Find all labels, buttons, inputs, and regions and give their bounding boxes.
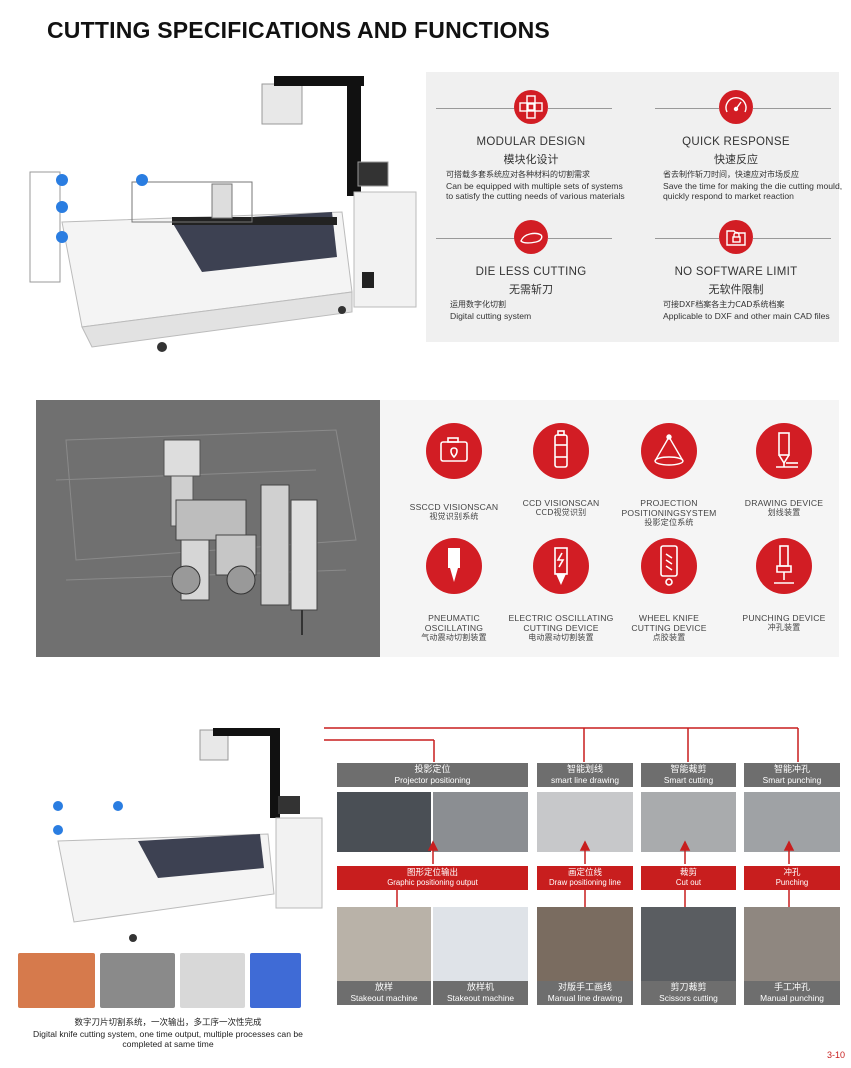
device-name-cn: CCD视觉识别	[535, 508, 587, 517]
feature-desc: 可接DXF档案各主力CAD系统档案 Applicable to DXF and …	[663, 300, 830, 321]
device-name: CCD VISIONSCAN	[522, 498, 600, 508]
speedometer-icon	[719, 90, 753, 124]
feature-modular-design: MODULAR DESIGN 模块化设计 可搭载多套系统应对各种材料的切割需求 …	[436, 76, 626, 216]
smart-punching-photo	[744, 792, 840, 852]
device-name-line2: CUTTING DEVICE	[523, 623, 599, 633]
device-name-cn: 投影定位系统	[644, 518, 694, 527]
page-title: CUTTING SPECIFICATIONS AND FUNCTIONS	[47, 17, 550, 43]
folder-lock-icon	[719, 220, 753, 254]
pneumatic-tool-icon	[426, 538, 482, 594]
scissors-cutting-photo	[641, 907, 736, 981]
device-name-cn: 点胶装置	[652, 633, 686, 642]
workflow-connectors	[324, 727, 799, 762]
stakeout-machine-photo	[433, 907, 528, 981]
page-number: 3-10	[826, 1050, 845, 1060]
electric-tool-icon	[533, 538, 589, 594]
device-name: PNEUMATIC	[428, 613, 480, 623]
feature-title: MODULAR DESIGN	[476, 136, 586, 148]
pen-device-icon	[756, 423, 812, 479]
device-name-cn: 冲孔装置	[767, 623, 801, 632]
device-name: PUNCHING DEVICE	[742, 613, 826, 623]
device-name: WHEEL KNIFE	[638, 613, 700, 623]
device-name-cn: 电动震动切割装置	[528, 633, 594, 642]
device-name-line2: OSCILLATING	[424, 623, 484, 633]
feature-title-cn: 无软件限制	[708, 283, 764, 296]
feature-die-less-cutting: DIE LESS CUTTING 无需斩刀 运用数字化切割 Digital cu…	[436, 206, 626, 336]
smart-cutting-photo	[641, 792, 736, 852]
punch-tool-icon	[756, 538, 812, 594]
projector-photo-2	[433, 792, 528, 852]
feature-desc: 可搭载多套系统应对各种材料的切割需求 Can be equipped with …	[446, 170, 625, 201]
feature-title-cn: 快速反应	[714, 153, 758, 166]
projector-icon	[641, 423, 697, 479]
shoe-upper-sample-image	[100, 953, 175, 1008]
device-name-cn: 视觉识别系统	[429, 512, 479, 521]
feature-title: QUICK RESPONSE	[682, 136, 790, 148]
manual-line-drawing-photo	[537, 907, 633, 981]
device-name: PROJECTION	[640, 498, 698, 508]
feature-no-software-limit: NO SOFTWARE LIMIT 无软件限制 可接DXF档案各主力CAD系统档…	[641, 206, 831, 336]
feature-title-cn: 模块化设计	[503, 153, 559, 166]
device-name: DRAWING DEVICE	[744, 498, 824, 508]
feature-desc: 省去制作斩刀时间，快速应对市场反应 Save the time for maki…	[663, 170, 843, 201]
cutting-machine-image-small	[53, 728, 323, 942]
ccd-camera-icon	[533, 423, 589, 479]
feature-title-cn: 无需斩刀	[509, 283, 553, 296]
device-name-line2: POSITIONINGSYSTEM	[621, 508, 717, 518]
feature-title: NO SOFTWARE LIMIT	[674, 266, 798, 278]
stakeout-photo	[337, 907, 431, 981]
device-name: SSCCD VISIONSCAN	[409, 502, 499, 512]
wheel-knife-icon	[641, 538, 697, 594]
camera-location-icon	[426, 423, 482, 479]
leather-sample-image	[18, 953, 95, 1008]
feature-desc: 运用数字化切割 Digital cutting system	[450, 300, 532, 321]
manual-punching-photo	[744, 907, 840, 981]
projector-photo-1	[337, 792, 431, 852]
features-panel: MODULAR DESIGN 模块化设计 可搭载多套系统应对各种材料的切割需求 …	[426, 72, 842, 342]
device-name-cn: 气动震动切割装置	[421, 633, 487, 642]
blue-part-sample-image	[250, 953, 301, 1008]
cutting-machine-image	[29, 76, 417, 352]
feature-quick-response: QUICK RESPONSE 快速反应 省去制作斩刀时间，快速应对市场反应 Sa…	[641, 76, 842, 216]
device-name: ELECTRIC OSCILLATING	[508, 613, 614, 623]
device-name-cn: 划线装置	[767, 508, 801, 517]
insole-icon	[514, 220, 548, 254]
modules-icon	[514, 90, 548, 124]
device-name-line2: CUTTING DEVICE	[631, 623, 707, 633]
cutting-head-image	[36, 400, 380, 657]
feature-title: DIE LESS CUTTING	[475, 266, 587, 278]
caption: 数字刀片切割系统，一次输出，多工序一次性完成 Digital knife cut…	[33, 1018, 303, 1049]
insole-sample-image	[180, 953, 245, 1008]
